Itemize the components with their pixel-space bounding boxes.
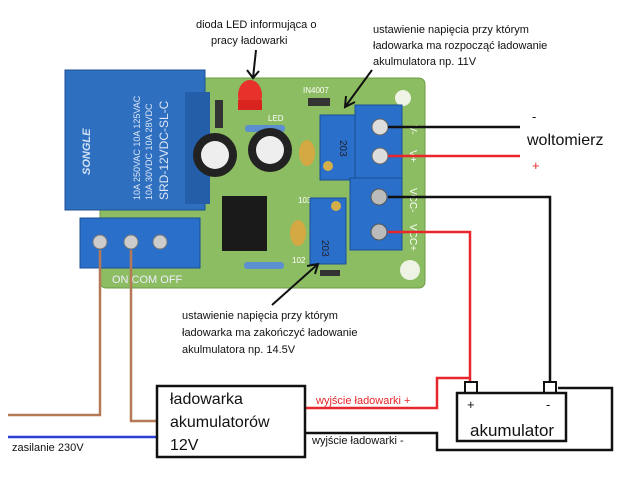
wire-charger-plus xyxy=(305,376,470,410)
right-terminal-blocks: V- V+ VCC- VCC+ xyxy=(349,104,418,251)
pcb-board: SONGLE 10A 250VAC 10A 125VAC 10A 30VDC 1… xyxy=(64,69,426,289)
charger-box: ładowarka akumulatorów 12V xyxy=(155,384,307,459)
label-text: akumulatorów xyxy=(170,414,270,431)
label-text: 203 xyxy=(319,240,330,257)
mains-label: zasilanie 230V xyxy=(12,442,84,454)
wire-relay-com xyxy=(129,250,157,423)
voltmeter-plus: + xyxy=(532,158,540,173)
label-text: ładowarka ma zakończyć ładowanie xyxy=(182,327,357,339)
battery: + - akumulator xyxy=(455,381,568,443)
label-text: V- xyxy=(407,125,418,134)
battery-plus: + xyxy=(467,397,475,412)
label-text: 203 xyxy=(337,140,348,157)
wire-vcc-minus xyxy=(388,195,552,382)
label-text: akulmulatora np. 11V xyxy=(373,56,477,68)
pointer-arrows xyxy=(246,49,373,306)
out-plus-label: wyjście ładowarki + xyxy=(315,395,410,407)
wire-vcc-plus xyxy=(388,230,472,382)
led: LED xyxy=(238,80,284,123)
relay-terminal-block: ON COM OFF xyxy=(79,217,201,286)
relay-brand: SONGLE xyxy=(81,128,93,175)
label-text: 10A 30VDC 10A 28VDC xyxy=(144,103,154,200)
wire-charger-minus xyxy=(305,386,614,452)
label-text: 103 xyxy=(298,196,312,205)
label-text: ładowarka ma rozpocząć ładowanie xyxy=(373,40,547,52)
label-text: LED xyxy=(268,114,284,123)
led-annotation: dioda LED informująca o xyxy=(196,19,316,31)
start-annotation: ustawienie napięcia przy którym xyxy=(373,24,529,36)
label-text: VCC+ xyxy=(407,224,418,251)
label-text: pracy ładowarki xyxy=(211,35,287,47)
label-text: 12V xyxy=(170,437,199,454)
label-text: ładowarka xyxy=(170,391,243,408)
label-text: SRD-12VDC-SL-C xyxy=(157,100,171,200)
label-text: akulmulatora np. 14.5V xyxy=(182,344,296,356)
relay: SONGLE 10A 250VAC 10A 125VAC 10A 30VDC 1… xyxy=(64,69,210,211)
battery-minus: - xyxy=(546,397,550,412)
relay-terminal-labels: ON COM OFF xyxy=(112,274,183,286)
voltmeter-label: woltomierz xyxy=(526,132,603,149)
out-minus-label: wyjście ładowarki - xyxy=(311,435,404,447)
voltmeter-minus: - xyxy=(532,109,536,124)
wire-relay-on xyxy=(8,250,102,417)
stop-annotation: ustawienie napięcia przy którym xyxy=(182,310,338,322)
label-text: 10A 250VAC 10A 125VAC xyxy=(132,95,142,200)
potentiometer-stop[interactable]: 203 xyxy=(309,197,347,265)
label-text: akumulator xyxy=(470,421,554,440)
diode-label: IN4007 xyxy=(303,86,329,95)
label-text: VCC- xyxy=(407,188,418,212)
label-text: 102 xyxy=(292,256,306,265)
potentiometer-start[interactable]: 203 xyxy=(319,114,357,181)
